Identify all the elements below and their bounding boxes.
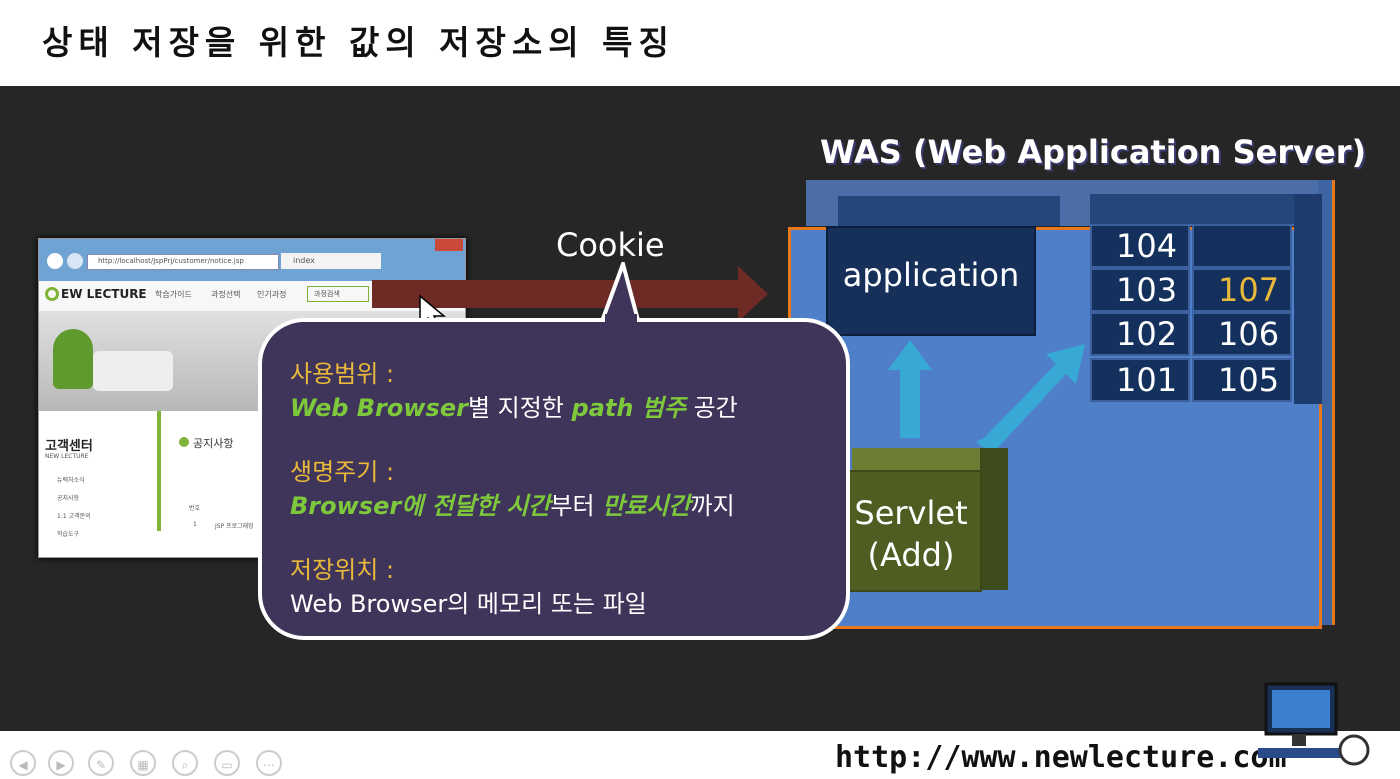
sidebar-title: 고객센터 (45, 439, 93, 454)
storage-grid-top (1090, 194, 1320, 224)
application-cube-top (838, 196, 1060, 226)
grid-cell-highlight: 107 (1192, 268, 1292, 312)
table-cell[interactable]: JSP 프로그래밍 (215, 523, 254, 530)
cookie-arrow-head (738, 266, 768, 322)
table-cell: 1 (193, 521, 197, 528)
sidebar-divider (157, 411, 161, 531)
sidebar-item[interactable]: 학습도구 (57, 531, 80, 538)
forward-icon[interactable] (67, 253, 83, 269)
grid-cell: 101 (1090, 358, 1190, 402)
zoom-icon[interactable]: ⌕ (172, 750, 198, 776)
nav-item[interactable]: 학습가이드 (155, 290, 192, 299)
application-label: application (842, 256, 1020, 294)
sidebar-item[interactable]: 뉴렉처소식 (57, 477, 85, 484)
plant-image (53, 329, 93, 389)
store-heading: 저장위치 : (290, 556, 395, 584)
logo-icon (45, 287, 59, 301)
grid-cell: 102 (1090, 312, 1190, 356)
servlet-arrows (888, 340, 1085, 450)
notice-title: 공지사항 (193, 437, 234, 450)
notice-bullet-icon (179, 437, 189, 447)
pen-icon[interactable]: ✎ (88, 750, 114, 776)
footer-url: http://www.newlecture.com (835, 740, 1287, 775)
store-line: Web Browser의 메모리 또는 파일 (290, 590, 647, 618)
arrow-to-application (888, 340, 932, 438)
next-slide-icon[interactable]: ▶ (48, 750, 74, 776)
sidebar-item[interactable]: 공지사항 (57, 495, 80, 502)
title-bar (0, 0, 1400, 86)
scope-line: Web Browser별 지정한 path 범주 공간 (290, 394, 738, 422)
servlet-cube (840, 470, 982, 592)
grid-cell: 103 (1090, 268, 1190, 312)
nav-item[interactable]: 과정선택 (211, 290, 241, 299)
grid-cell: 106 (1192, 312, 1292, 356)
cookie-label: Cookie (556, 226, 665, 264)
cookie-callout (258, 318, 850, 640)
servlet-label: Servlet (Add) (854, 494, 968, 574)
life-line: Browser에 전달한 시간부터 만료시간까지 (290, 492, 735, 520)
grid-cell: 104 (1090, 224, 1190, 268)
back-icon[interactable] (47, 253, 63, 269)
more-icon[interactable]: ⋯ (256, 750, 282, 776)
scope-heading: 사용범위 : (290, 360, 395, 388)
sidebar-item[interactable]: 1:1 고객문의 (57, 513, 91, 520)
monitor-icon (1258, 682, 1370, 766)
subtitle-icon[interactable]: ▭ (214, 750, 240, 776)
address-bar[interactable]: http://localhost/JspPrj/customer/notice.… (87, 254, 279, 270)
course-search[interactable]: 과정검색 (307, 286, 369, 302)
table-header: 번호 (189, 505, 201, 512)
callout-pointer-join (605, 314, 637, 326)
grid-cell (1192, 224, 1292, 268)
arrow-to-grid (976, 344, 1085, 450)
prev-slide-icon[interactable]: ◀ (10, 750, 36, 776)
slides-icon[interactable]: ▦ (130, 750, 156, 776)
close-icon[interactable] (435, 239, 463, 251)
cookie-arrow (372, 280, 742, 308)
page-title: 상태 저장을 위한 값의 저장소의 특징 (42, 23, 675, 62)
life-heading: 생명주기 : (290, 458, 395, 486)
site-logo: EW LECTURE (61, 287, 147, 301)
servlet-cube-side (980, 448, 1008, 590)
was-title: WAS (Web Application Server) (820, 133, 1367, 171)
nav-item[interactable]: 인기과정 (257, 290, 287, 299)
application-cube (826, 226, 1036, 336)
grid-cell: 105 (1192, 358, 1292, 402)
sidebar-sub: NEW LECTURE (45, 453, 89, 460)
browser-tab[interactable]: index (281, 253, 381, 269)
was-box-side (1318, 180, 1335, 625)
headphones-image (93, 351, 173, 391)
storage-grid-side (1294, 194, 1322, 404)
browser-chrome: http://localhost/JspPrj/customer/notice.… (39, 239, 465, 281)
